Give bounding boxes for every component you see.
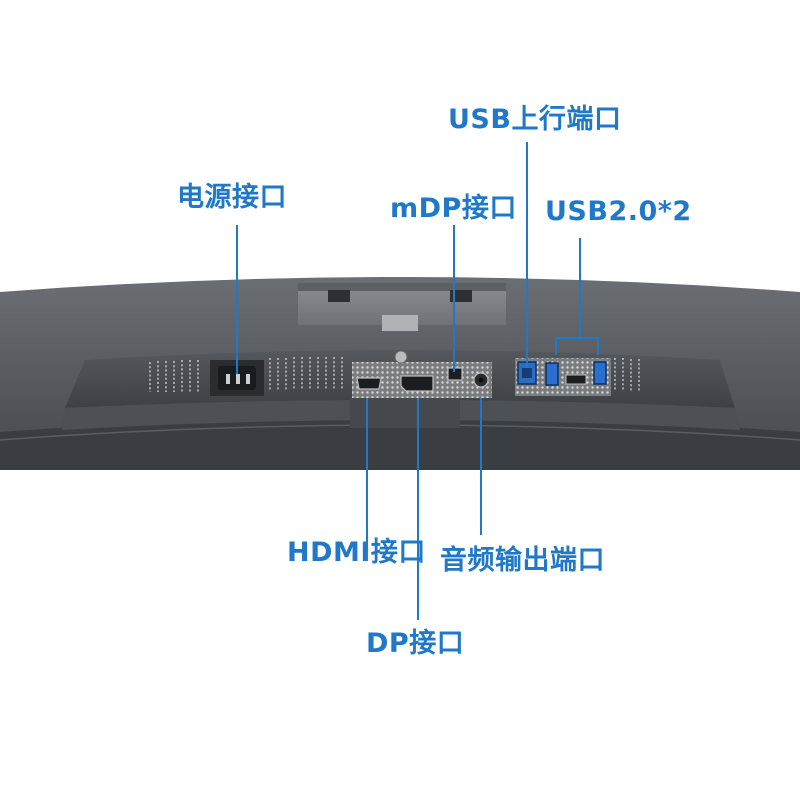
label-mdp: mDP接口 bbox=[390, 193, 517, 224]
usb2-callout-line-b bbox=[580, 337, 599, 355]
label-usb2: USB2.0*2 bbox=[545, 196, 692, 227]
usb2-callout-line bbox=[555, 238, 581, 355]
label-power: 电源接口 bbox=[177, 182, 287, 213]
label-usb-up: USB上行端口 bbox=[448, 104, 622, 135]
stand-mount bbox=[298, 283, 506, 428]
vent-slots bbox=[149, 357, 640, 392]
video-port-plate bbox=[352, 350, 492, 398]
label-audio: 音频输出端口 bbox=[440, 545, 605, 576]
label-dp: DP接口 bbox=[366, 628, 465, 659]
label-hdmi: HDMI接口 bbox=[287, 537, 426, 568]
callout-lines bbox=[236, 142, 599, 620]
usb-port-plate bbox=[515, 358, 611, 396]
